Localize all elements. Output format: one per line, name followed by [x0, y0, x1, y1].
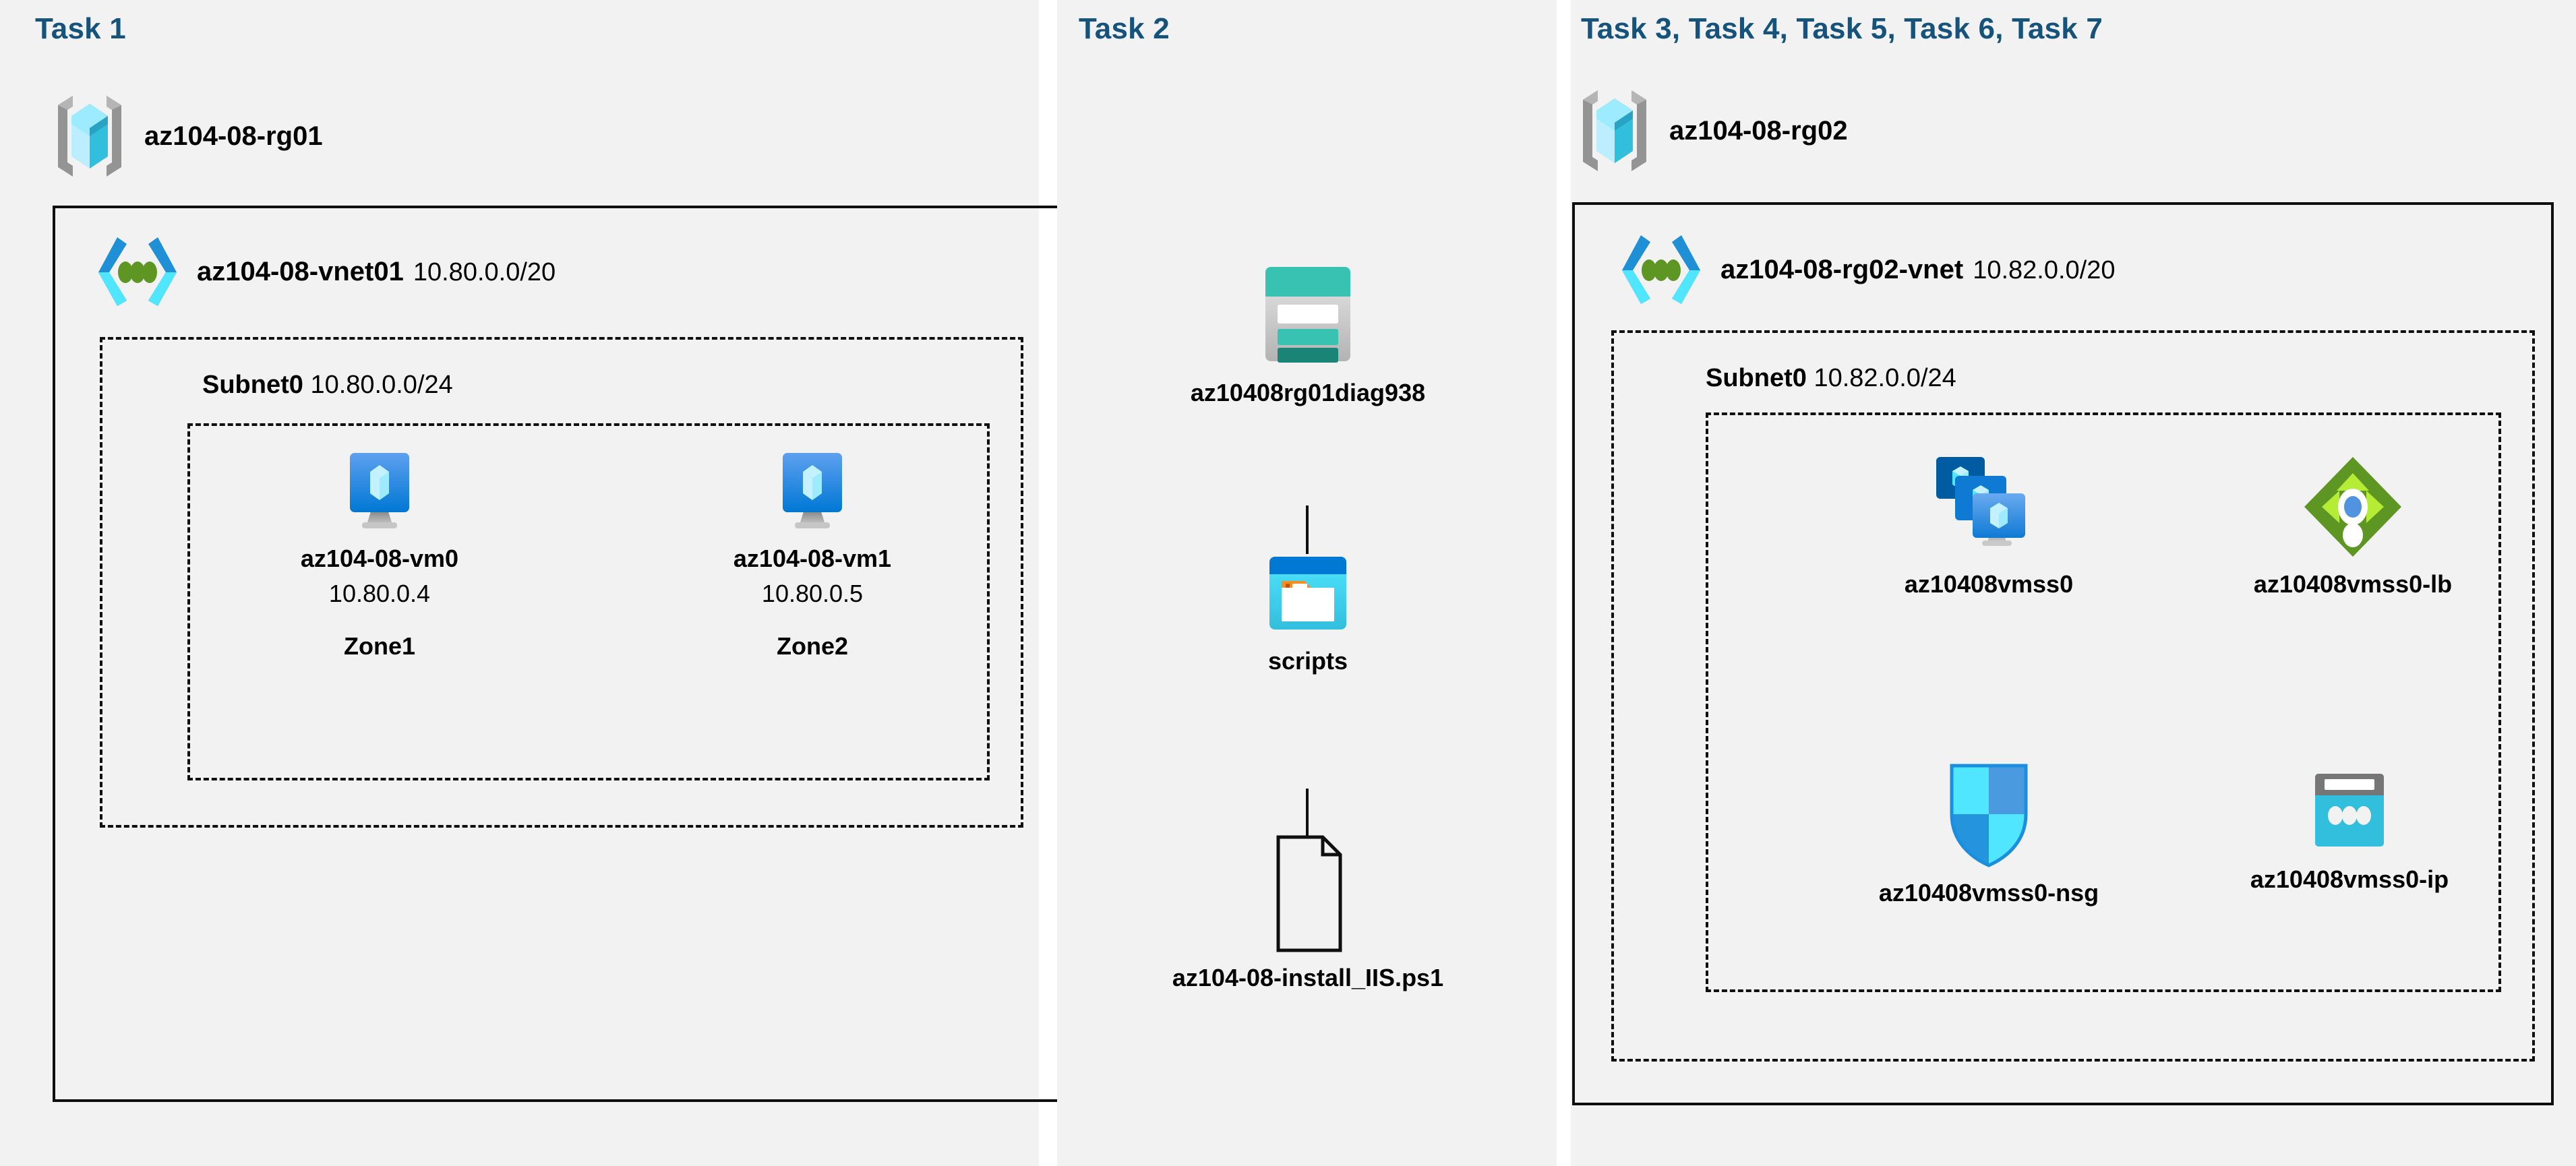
load-balancer-name: az10408vmss0-lb — [2253, 570, 2453, 598]
subnet-label-task3: Subnet0 10.82.0.0/24 — [1706, 364, 1956, 393]
vm-ip: 10.80.0.5 — [761, 580, 864, 607]
node-az104-08-vm0[interactable]: az104-08-vm0 10.80.0.4 Zone1 — [268, 450, 491, 661]
vm-name: az104-08-vm1 — [733, 545, 892, 572]
network-security-group-icon — [1945, 762, 2033, 869]
vnet-header-az104-08-vnet01: az104-08-vnet01 10.80.0.0/20 — [94, 235, 556, 309]
node-network-security-group[interactable]: az10408vmss0-nsg — [1847, 762, 2130, 907]
vm-name: az104-08-vm0 — [300, 545, 459, 572]
resource-group-label: az104-08-rg02 — [1669, 115, 1848, 146]
panel-task-3-to-7 — [1571, 0, 2576, 1166]
storage-account-icon — [1257, 262, 1358, 369]
container-name: scripts — [1267, 647, 1348, 675]
resource-group-az104-08-rg01: az104-08-rg01 — [53, 93, 323, 179]
subnet-boundary-subnet0-task1 — [100, 337, 1023, 828]
vnet-cidr: 10.80.0.0/20 — [413, 257, 556, 286]
panel-task-1 — [0, 0, 1039, 1166]
resource-group-label: az104-08-rg01 — [144, 121, 323, 151]
nsg-name: az10408vmss0-nsg — [1878, 879, 2099, 907]
script-file-name: az104-08-install_IIS.ps1 — [1172, 964, 1444, 991]
vnet-name: az104-08-rg02-vnet — [1720, 254, 1964, 284]
heading-task-1: Task 1 — [35, 12, 126, 45]
vm-zone: Zone1 — [343, 632, 415, 660]
load-balancer-icon — [2299, 453, 2407, 561]
virtual-machine-icon — [772, 450, 853, 535]
connector-storage-to-container — [1306, 505, 1309, 554]
node-public-ip-address[interactable]: az10408vmss0-ip — [2215, 768, 2484, 894]
node-vm-scale-set[interactable]: az10408vmss0 — [1847, 453, 2130, 599]
public-ip-name: az10408vmss0-ip — [2250, 865, 2449, 893]
vm-scale-set-icon — [1928, 453, 2049, 561]
subnet-boundary-subnet0-task3 — [1611, 330, 2535, 1062]
resource-group-icon — [1578, 88, 1652, 174]
vm-group-boundary-task1 — [187, 423, 990, 780]
vm-zone: Zone2 — [776, 632, 848, 660]
node-load-balancer[interactable]: az10408vmss0-lb — [2205, 453, 2501, 599]
heading-task-2: Task 2 — [1079, 12, 1170, 45]
vnet-name: az104-08-vnet01 — [197, 256, 404, 286]
virtual-machine-icon — [339, 450, 420, 535]
virtual-network-icon — [1618, 233, 1704, 307]
resource-group-az104-08-rg02: az104-08-rg02 — [1578, 88, 1848, 174]
heading-task-3-to-7: Task 3, Task 4, Task 5, Task 6, Task 7 — [1581, 12, 2103, 45]
subnet-cidr: 10.80.0.0/24 — [310, 371, 453, 399]
vnet-cidr: 10.82.0.0/20 — [1973, 255, 2116, 284]
node-storage-account[interactable]: az10408rg01diag938 — [1146, 262, 1470, 407]
virtual-network-icon — [94, 235, 181, 309]
connector-container-to-script — [1306, 789, 1309, 836]
subnet-name: Subnet0 — [1706, 364, 1807, 392]
subnet-label-task1: Subnet0 10.80.0.0/24 — [202, 371, 453, 400]
vnet-name-label: az104-08-vnet01 10.80.0.0/20 — [197, 257, 556, 287]
subnet-cidr: 10.82.0.0/24 — [1814, 364, 1956, 392]
blob-container-icon — [1264, 553, 1352, 638]
resource-group-boundary-task3 — [1706, 412, 2501, 992]
vm-ip: 10.80.0.4 — [328, 580, 431, 607]
resource-group-icon — [53, 93, 127, 179]
node-blob-container-scripts[interactable]: scripts — [1200, 553, 1416, 675]
node-script-file[interactable]: az104-08-install_IIS.ps1 — [1079, 833, 1537, 992]
storage-account-name: az10408rg01diag938 — [1190, 379, 1426, 406]
node-az104-08-vm1[interactable]: az104-08-vm1 10.80.0.5 Zone2 — [701, 450, 924, 661]
public-ip-address-icon — [2306, 768, 2393, 856]
vmss-name: az10408vmss0 — [1904, 570, 2074, 598]
vnet-header-az104-08-rg02-vnet: az104-08-rg02-vnet 10.82.0.0/20 — [1618, 233, 2116, 307]
subnet-name: Subnet0 — [202, 371, 303, 399]
vnet-boundary-az104-08-rg02-vnet — [1572, 202, 2554, 1105]
script-file-icon — [1261, 833, 1355, 954]
vnet-name-label: az104-08-rg02-vnet 10.82.0.0/20 — [1720, 255, 2116, 285]
